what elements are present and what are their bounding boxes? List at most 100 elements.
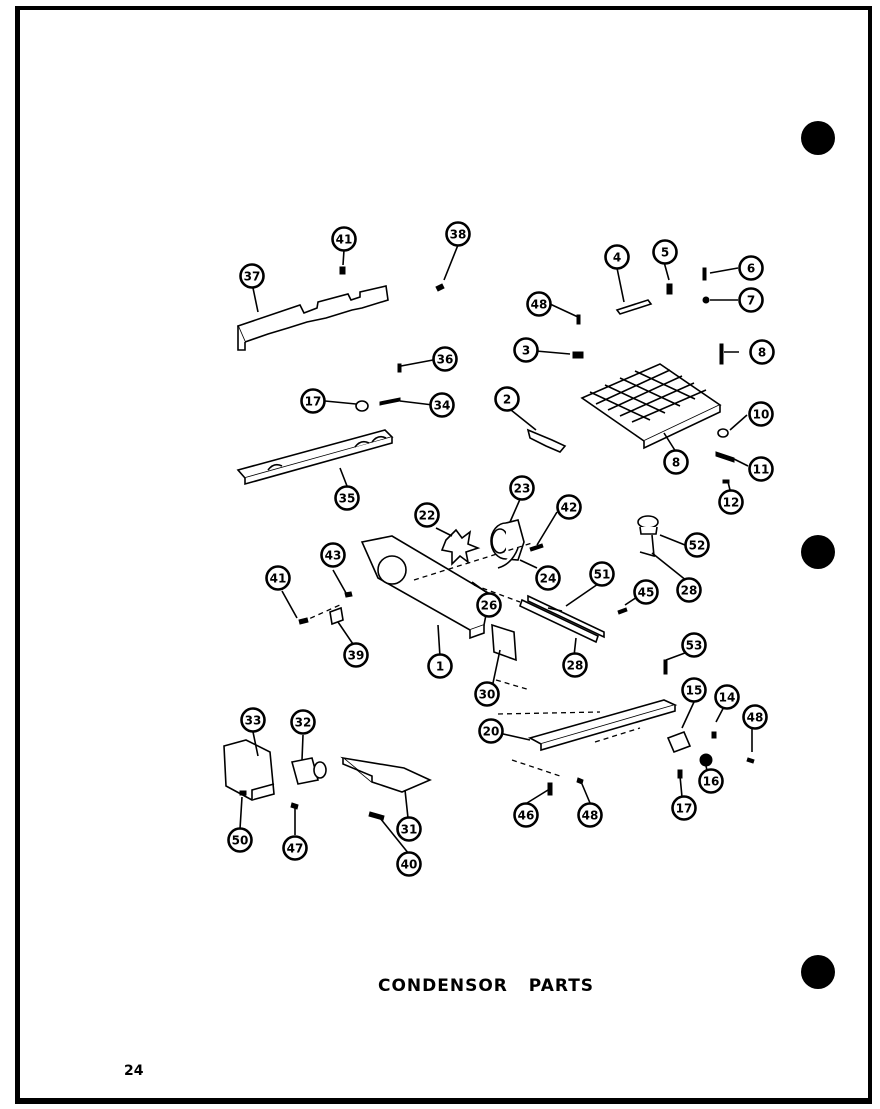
callout-number: 4 xyxy=(613,251,621,265)
callout-number: 37 xyxy=(244,270,261,284)
part-20-tube xyxy=(639,534,655,558)
callout-number: 24 xyxy=(540,572,557,586)
callout-17: 17 xyxy=(300,388,326,414)
callout-number: 46 xyxy=(518,809,535,823)
callout-number: 35 xyxy=(339,492,356,506)
callout-circle xyxy=(476,592,502,618)
callout-circle xyxy=(633,579,659,605)
callout-leader-lines xyxy=(239,244,753,855)
callout-number: 48 xyxy=(582,809,599,823)
callout-number: 42 xyxy=(561,501,578,515)
callout-circle xyxy=(738,287,764,313)
callout-number: 39 xyxy=(348,649,365,663)
callout-37: 37 xyxy=(239,263,265,289)
callout-number: 17 xyxy=(305,395,322,409)
callout-number: 8 xyxy=(672,456,680,470)
callout-number: 2 xyxy=(503,393,511,407)
callout-circle xyxy=(320,542,346,568)
callout-23: 23 xyxy=(509,475,535,501)
callout-5: 5 xyxy=(652,239,678,265)
callout-number: 40 xyxy=(401,858,418,872)
part-30-bracket xyxy=(491,623,517,662)
callout-12: 12 xyxy=(718,489,744,515)
callout-circle xyxy=(556,494,582,520)
callout-number: 51 xyxy=(594,568,611,582)
callout-41: 41 xyxy=(265,565,291,591)
callout-circle xyxy=(509,475,535,501)
callout-22: 22 xyxy=(414,502,440,528)
callout-circle xyxy=(265,565,291,591)
callout-circle xyxy=(749,339,775,365)
page-number: 24 xyxy=(124,1063,144,1079)
callout-circle xyxy=(331,226,357,252)
callout-circle xyxy=(429,392,455,418)
callout-number: 1 xyxy=(436,660,444,674)
callout-number: 33 xyxy=(245,714,262,728)
callout-circle xyxy=(300,388,326,414)
part-15-switch xyxy=(666,730,692,754)
callout-28: 28 xyxy=(676,577,702,603)
callout-circle xyxy=(239,263,265,289)
callout-number: 30 xyxy=(479,688,496,702)
callout-number: 17 xyxy=(676,802,693,816)
callout-number: 43 xyxy=(325,549,342,563)
callout-circle xyxy=(671,795,697,821)
callout-number: 6 xyxy=(747,262,755,276)
callout-33: 33 xyxy=(240,707,266,733)
callout-number: 8 xyxy=(758,346,766,360)
callout-circle xyxy=(652,239,678,265)
callout-number: 32 xyxy=(295,716,312,730)
callout-41: 41 xyxy=(331,226,357,252)
callout-circle xyxy=(676,577,702,603)
callout-number: 16 xyxy=(703,775,720,789)
callout-4: 4 xyxy=(604,244,630,270)
callout-number: 12 xyxy=(723,496,740,510)
callout-number: 45 xyxy=(638,586,655,600)
part-31-tray xyxy=(340,756,432,793)
callout-number: 5 xyxy=(661,246,669,260)
callout-number: 20 xyxy=(483,725,500,739)
callout-number: 28 xyxy=(681,584,698,598)
callout-circle xyxy=(526,291,552,317)
callout-circle xyxy=(334,485,360,511)
callout-30: 30 xyxy=(474,681,500,707)
callout-34: 34 xyxy=(429,392,455,418)
callout-40: 40 xyxy=(396,851,422,877)
callout-53: 53 xyxy=(681,632,707,658)
callout-number: 52 xyxy=(689,539,706,553)
binder-hole-middle xyxy=(801,535,835,569)
callout-circle xyxy=(513,802,539,828)
callout-15: 15 xyxy=(681,677,707,703)
callout-circle xyxy=(681,677,707,703)
callout-1: 1 xyxy=(427,653,453,679)
callout-26: 26 xyxy=(476,592,502,618)
callout-circle xyxy=(478,718,504,744)
part-28-rail xyxy=(527,594,605,639)
callout-number: 36 xyxy=(437,353,454,367)
callout-number: 41 xyxy=(336,233,353,247)
callout-number: 48 xyxy=(531,298,548,312)
callout-43: 43 xyxy=(320,542,346,568)
callout-circle xyxy=(681,632,707,658)
callout-circle xyxy=(445,221,471,247)
callout-3: 3 xyxy=(513,337,539,363)
callout-number: 7 xyxy=(747,294,755,308)
callout-circle xyxy=(698,768,724,794)
callout-16: 16 xyxy=(698,768,724,794)
callout-number: 41 xyxy=(270,572,287,586)
callout-42: 42 xyxy=(556,494,582,520)
callout-50: 50 xyxy=(227,827,253,853)
callout-number: 23 xyxy=(514,482,531,496)
callout-14: 14 xyxy=(714,684,740,710)
callout-number: 28 xyxy=(567,659,584,673)
callout-number: 53 xyxy=(686,639,703,653)
callout-24: 24 xyxy=(535,565,561,591)
callout-2: 2 xyxy=(494,386,520,412)
callout-circle xyxy=(240,707,266,733)
callout-17: 17 xyxy=(671,795,697,821)
callout-number: 15 xyxy=(686,684,703,698)
callout-46: 46 xyxy=(513,802,539,828)
callout-number: 47 xyxy=(287,842,304,856)
callout-circle xyxy=(227,827,253,853)
